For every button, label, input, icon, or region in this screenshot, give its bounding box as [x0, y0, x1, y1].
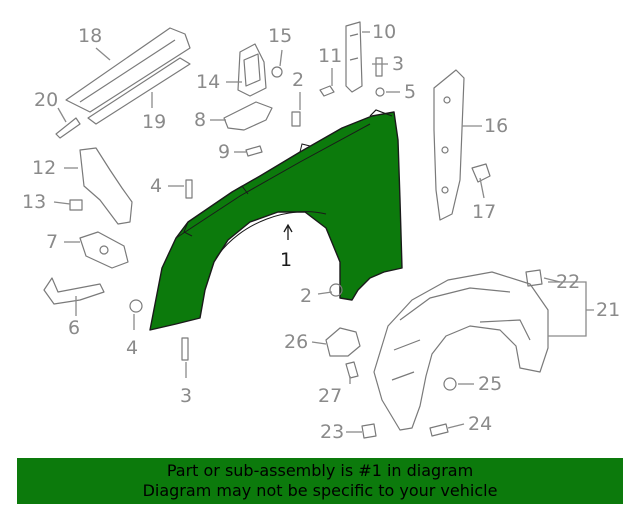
bracket-part-7[interactable] — [79, 231, 129, 269]
callout-2-mid: 2 — [300, 285, 312, 307]
callout-11: 11 — [318, 45, 342, 67]
callout-22: 22 — [556, 271, 580, 293]
callout-10: 10 — [372, 21, 396, 43]
callout-19: 19 — [142, 111, 166, 133]
callout-20: 20 — [34, 89, 58, 111]
bracket-part-14[interactable] — [237, 43, 283, 97]
parts-diagram: 1 2 2 3 3 4 4 5 6 7 8 9 10 11 12 13 14 1… — [22, 21, 620, 443]
bracket-part-6[interactable] — [43, 277, 105, 305]
info-banner: Part or sub-assembly is #1 in diagram Di… — [17, 458, 623, 504]
banner-line-2: Diagram may not be specific to your vehi… — [142, 481, 498, 500]
callout-21: 21 — [596, 299, 620, 321]
callout-5: 5 — [404, 81, 416, 103]
callout-2-top: 2 — [292, 69, 304, 91]
seal-part-16[interactable] — [433, 69, 465, 221]
bracket-part-12[interactable] — [79, 147, 133, 225]
callout-3-bottom: 3 — [180, 385, 192, 407]
callout-14: 14 — [196, 71, 220, 93]
leader-lines — [53, 31, 594, 433]
callout-27: 27 — [318, 385, 342, 407]
callout-8: 8 — [194, 109, 206, 131]
fasteners[interactable] — [69, 57, 543, 439]
callout-9: 9 — [218, 141, 230, 163]
callout-1: 1 — [280, 249, 292, 271]
callout-6: 6 — [68, 317, 80, 339]
callout-7: 7 — [46, 231, 58, 253]
callout-3-top: 3 — [392, 53, 404, 75]
bracket-part-10[interactable] — [345, 21, 363, 93]
callout-26: 26 — [284, 331, 308, 353]
callout-16: 16 — [484, 115, 508, 137]
bracket-part-8[interactable] — [223, 101, 273, 131]
callout-23: 23 — [320, 421, 344, 443]
callout-4-bottom: 4 — [126, 337, 138, 359]
callout-18: 18 — [78, 25, 102, 47]
banner-line-1: Part or sub-assembly is #1 in diagram — [166, 461, 474, 480]
callout-12: 12 — [32, 157, 56, 179]
strip-parts-18-19-20[interactable] — [55, 27, 191, 139]
callout-4-mid: 4 — [150, 175, 162, 197]
callout-24: 24 — [468, 413, 492, 435]
fender-liner-part-21[interactable] — [373, 271, 549, 431]
callout-13: 13 — [22, 191, 46, 213]
bracket-part-26[interactable] — [325, 327, 361, 357]
fender-part-1[interactable] — [149, 109, 403, 331]
callout-25: 25 — [478, 373, 502, 395]
callout-15: 15 — [268, 25, 292, 47]
callout-17: 17 — [472, 201, 496, 223]
